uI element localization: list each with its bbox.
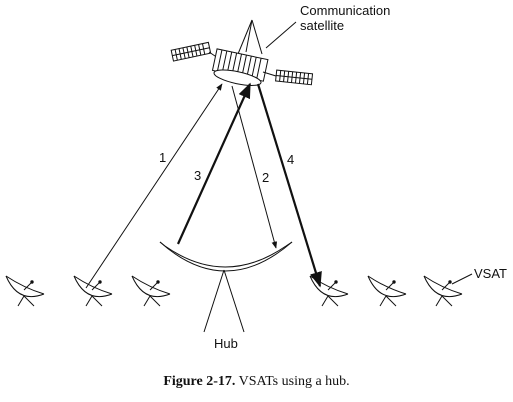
satellite-icon <box>170 19 314 86</box>
satellite-body <box>211 48 269 86</box>
vsat-leader-line <box>451 273 473 285</box>
vsat-label: VSAT <box>474 266 507 281</box>
path-4-downlink <box>256 83 322 288</box>
path-2-downlink-hub <box>231 85 278 249</box>
vsat-dish-icon <box>73 275 113 307</box>
satellite-label-line2: satellite <box>300 18 345 33</box>
vsat-dish-icon <box>131 275 171 307</box>
vsat-dish-icon <box>5 275 45 307</box>
path-label-4: 4 <box>287 152 295 167</box>
path-label-1: 1 <box>159 150 167 165</box>
figure-caption: Figure 2-17. VSATs using a hub. <box>0 374 513 390</box>
solar-panel-right <box>275 69 314 86</box>
vsat-dish-icon <box>423 275 463 307</box>
figure-caption-text: VSATs using a hub. <box>238 374 350 389</box>
satellite-label-line1: Communication <box>300 3 391 18</box>
hub-dish-icon <box>159 241 293 333</box>
vsat-dish-icon <box>367 275 407 307</box>
hub-label: Hub <box>214 336 238 351</box>
figure-number: Figure 2-17. <box>163 374 236 389</box>
vsat-dish-icon <box>309 275 349 307</box>
path-label-2: 2 <box>262 170 270 185</box>
path-3-uplink-hub <box>176 82 252 245</box>
signal-paths <box>85 82 322 289</box>
path-label-3: 3 <box>194 168 202 183</box>
path-1-uplink <box>85 83 223 289</box>
solar-panel-left <box>170 41 212 62</box>
